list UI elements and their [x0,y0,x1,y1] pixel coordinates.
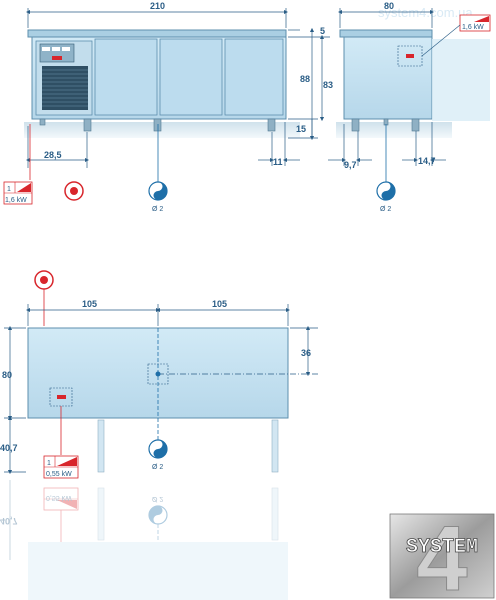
dim-top-offset: 5 [320,26,325,36]
legs-front [39,118,276,132]
water-diam-side: Ø 2 [380,206,391,213]
electric-power-front: 1,6 kW [5,197,27,204]
vent-grille [42,66,88,110]
reflection: 40,7 0,55 kW Ø 2 [0,480,288,600]
logo-digit: 4 [416,508,467,600]
drain-icon-front [64,181,84,201]
side-body [343,36,433,120]
logo-text: SYSTEM [406,536,478,559]
reflection-power: 0,55 kW [46,494,72,501]
dim-front-clearance: 40,7 [0,443,18,453]
top-view: 105 105 80 40,7 36 [0,270,318,479]
dim-right-offset: 11 [273,157,283,167]
power-indicator [52,56,62,60]
electric-symbol-front: 1 1,6 kW [3,181,33,205]
electric-power-top: 0,55 kW [46,471,72,478]
front-view: 210 88 83 5 15 28,5 11 [3,1,333,213]
water-icon-top [148,439,168,459]
side-view: 80 1,6 kW 9,7 14,7 Ø 2 [328,1,491,213]
electric-symbol-top: 1 0,55 kW [43,455,79,479]
control-display [42,47,50,51]
dim-depth: 80 [384,1,394,11]
water-icon-side [376,181,396,201]
water-icon-front [148,181,168,201]
electric-symbol-side: 1,6 kW [459,14,491,32]
electric-phase-top: 1 [47,460,51,467]
worktop [27,29,287,38]
side-worktop [339,29,433,38]
electric-power-side: 1,6 kW [462,24,484,31]
door-3 [224,38,284,116]
reflection-diam: Ø 2 [152,495,163,502]
dim-side-left-leg: 9,7 [344,160,357,170]
dim-leg-height: 15 [296,124,306,134]
floor-shadow [24,122,300,138]
dim-side-right-leg: 14,7 [418,156,436,166]
dim-left-half: 105 [82,299,97,309]
dim-left-offset: 28,5 [44,150,62,160]
dim-total-height: 88 [300,74,310,84]
door-1 [94,38,158,116]
water-diam-top: Ø 2 [152,464,163,471]
dim-body-height: 83 [323,80,333,90]
dim-drain-offset: 36 [301,348,311,358]
dim-right-half: 105 [212,299,227,309]
dim-top-depth: 80 [2,370,12,380]
side-shadow-panel [432,39,490,121]
electric-phase-front: 1 [7,186,11,193]
reflection-clearance: 40,7 [0,516,18,526]
dim-width: 210 [150,1,165,11]
drain-icon-top [34,270,54,290]
door-2 [159,38,223,116]
water-diam-front: Ø 2 [152,206,163,213]
reflection-electric: 0,55 kW [43,487,79,511]
system4-logo: 4 SYSTEM [389,508,495,600]
